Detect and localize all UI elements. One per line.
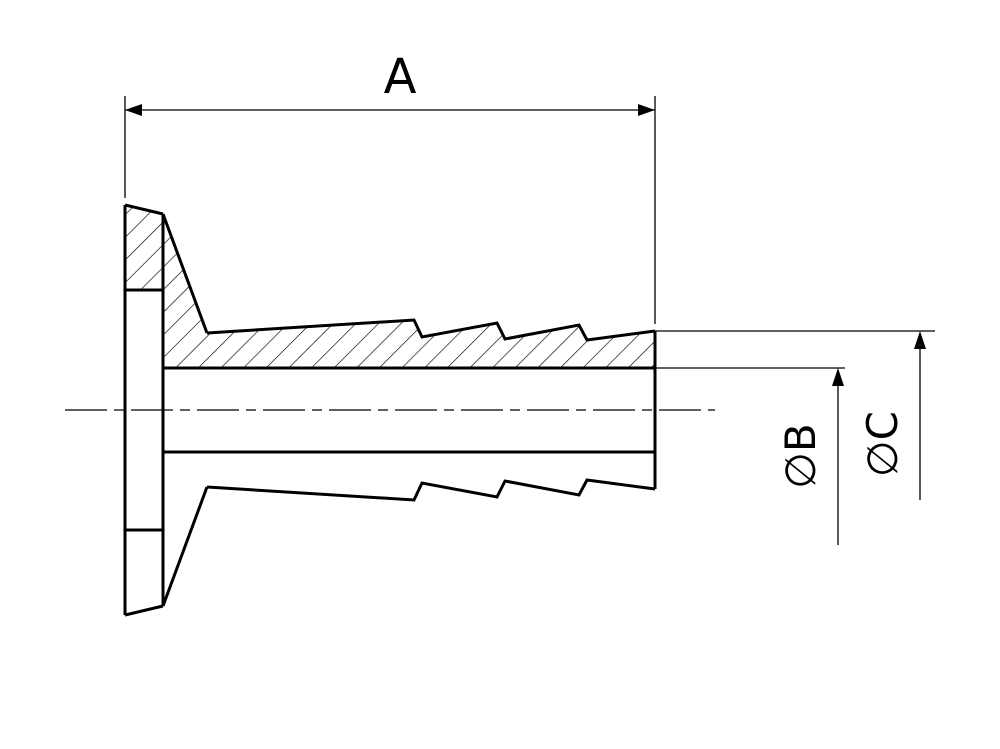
dimension-b: ∅B — [776, 368, 844, 545]
barb-stem-bottom-profile — [206, 478, 656, 502]
dimension-c: ∅C — [858, 331, 926, 500]
arrowhead-up-b-icon — [832, 368, 844, 386]
dim-b-label: ∅B — [776, 423, 825, 488]
cone-transition — [161, 213, 209, 607]
arrowhead-up-c-icon — [914, 331, 926, 349]
dim-a-label: A — [384, 49, 417, 105]
dimension-a: A — [124, 49, 656, 324]
arrowhead-right-icon — [638, 104, 655, 116]
arrowhead-left-icon — [125, 104, 142, 116]
flange-outline — [123, 203, 165, 617]
dim-c-label: ∅C — [858, 411, 907, 477]
section-hatch-fill — [125, 205, 655, 368]
diameter-extension-lines — [655, 330, 935, 369]
bore-and-end-face — [163, 331, 657, 489]
barb-stem-top-profile — [206, 318, 656, 342]
